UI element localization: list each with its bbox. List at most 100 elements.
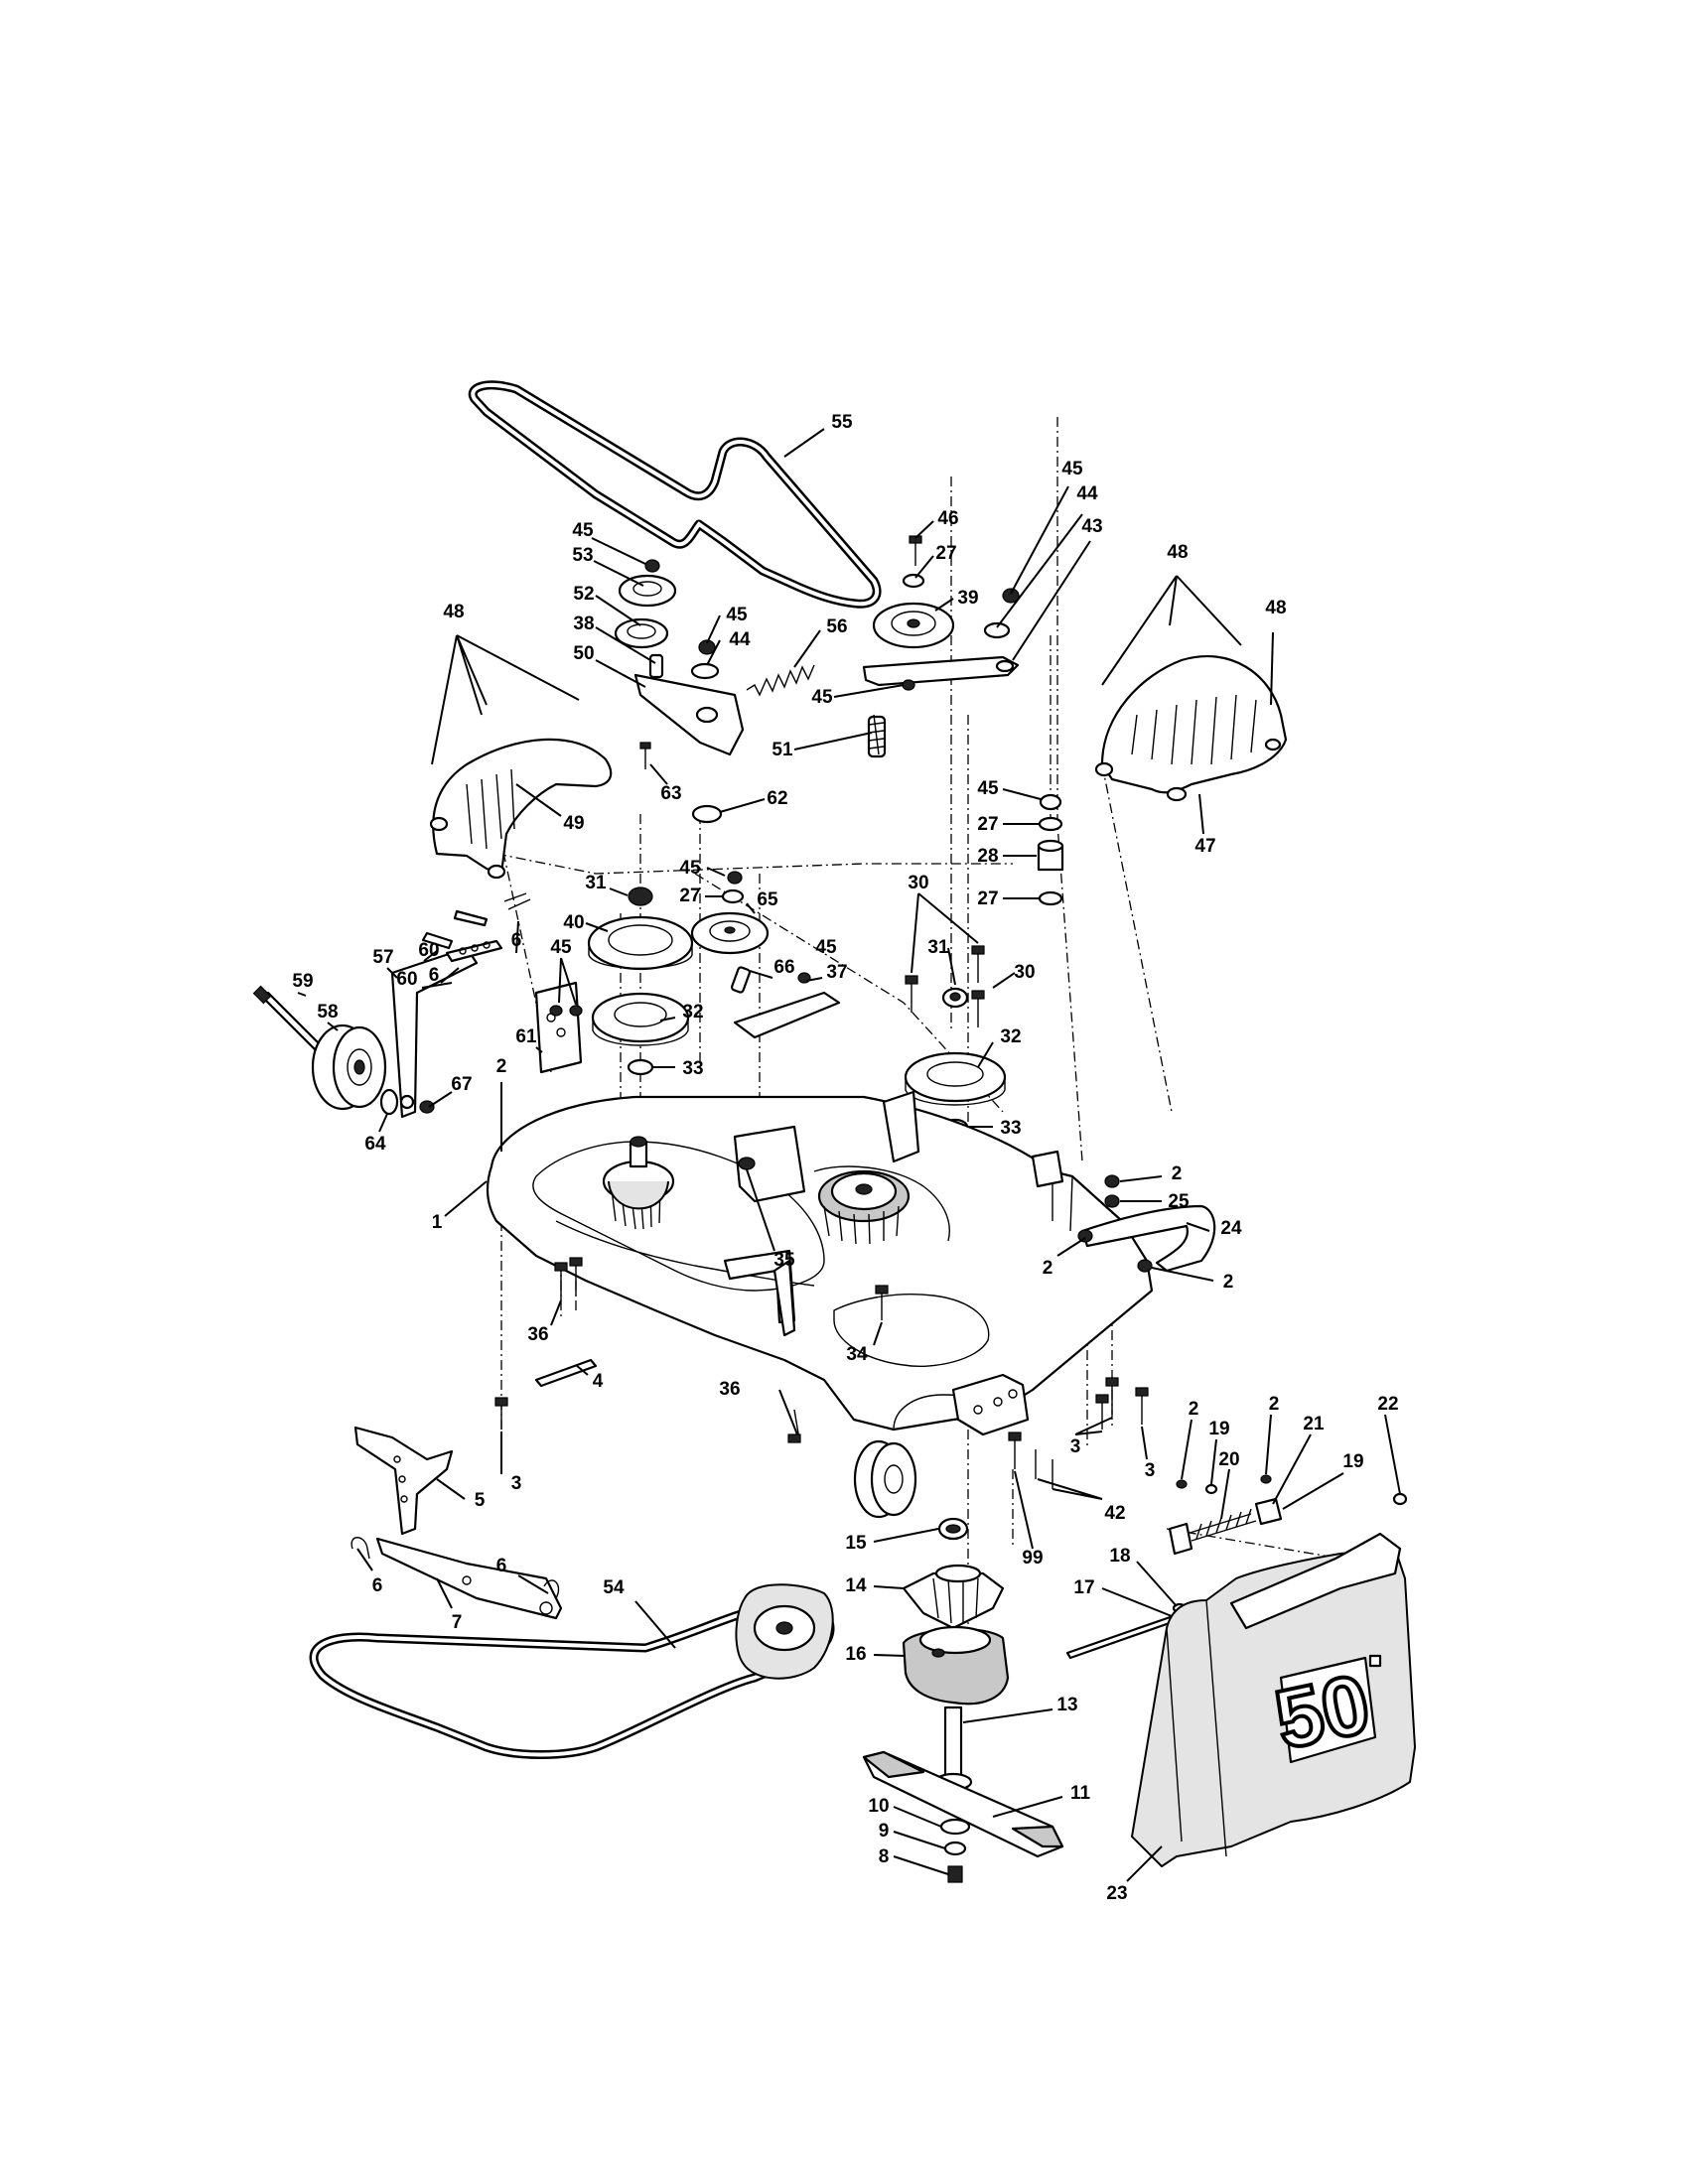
spring-51 xyxy=(867,714,887,758)
callout-67: 67 xyxy=(451,1074,472,1095)
callout-6: 6 xyxy=(511,930,522,951)
bracket-5 xyxy=(353,1426,454,1536)
brackets-19-21 xyxy=(1168,1497,1283,1556)
clip-6-top xyxy=(503,892,531,910)
deck-belt-55 xyxy=(468,380,882,609)
callout-33: 33 xyxy=(1000,1118,1021,1139)
spring-56 xyxy=(746,664,815,697)
spindle-housing-14 xyxy=(902,1564,1005,1630)
callout-45: 45 xyxy=(1061,459,1083,479)
callout-2: 2 xyxy=(1043,1258,1053,1279)
spindle-base-16 xyxy=(902,1625,1010,1706)
callout-7: 7 xyxy=(452,1612,463,1633)
callout-30: 30 xyxy=(1014,962,1035,983)
callout-35: 35 xyxy=(773,1250,795,1271)
nut-67 xyxy=(419,1100,435,1114)
callout-45: 45 xyxy=(726,605,748,625)
callout-63: 63 xyxy=(660,783,681,804)
callout-32: 32 xyxy=(1000,1026,1021,1047)
plate-61 xyxy=(534,981,583,1074)
right-spindle-on-deck xyxy=(817,1169,911,1245)
callout-45: 45 xyxy=(977,778,999,799)
callout-56: 56 xyxy=(826,616,847,637)
callout-38: 38 xyxy=(573,614,594,634)
bushing-64 xyxy=(379,1088,399,1116)
callout-14: 14 xyxy=(845,1575,867,1596)
callout-44: 44 xyxy=(1076,483,1098,504)
callout-31: 31 xyxy=(927,937,949,958)
bearing-15 xyxy=(937,1517,969,1541)
callout-2: 2 xyxy=(1269,1394,1280,1415)
callout-22: 22 xyxy=(1377,1394,1398,1415)
bolts-36 xyxy=(554,1257,801,1443)
callout-13: 13 xyxy=(1056,1695,1077,1715)
callout-1: 1 xyxy=(432,1212,443,1233)
nut-45-right xyxy=(1002,588,1020,604)
nuts-2-25 xyxy=(1077,1174,1153,1273)
callout-6: 6 xyxy=(429,965,440,986)
callout-40: 40 xyxy=(563,912,584,933)
link-7 xyxy=(375,1537,563,1620)
bolt-99 xyxy=(1008,1432,1022,1469)
callout-10: 10 xyxy=(868,1796,889,1817)
callout-27: 27 xyxy=(935,543,956,564)
callout-45: 45 xyxy=(550,937,572,958)
callout-62: 62 xyxy=(767,788,787,809)
callout-32: 32 xyxy=(682,1002,703,1023)
callout-2: 2 xyxy=(496,1056,507,1077)
callout-55: 55 xyxy=(831,412,853,433)
callout-49: 49 xyxy=(563,813,584,834)
callout-53: 53 xyxy=(572,545,593,566)
electric-clutch xyxy=(735,1583,834,1680)
callout-27: 27 xyxy=(977,814,998,835)
front-wheel-bracket xyxy=(951,1373,1030,1436)
bolt-63 xyxy=(639,742,651,769)
small-hardware-2-19-22 xyxy=(1176,1474,1408,1506)
idler-pulley-53 xyxy=(618,559,677,608)
callout-27: 27 xyxy=(679,886,700,906)
callout-36: 36 xyxy=(719,1379,740,1400)
callout-48: 48 xyxy=(1265,598,1286,618)
callout-24: 24 xyxy=(1220,1218,1242,1239)
callout-37: 37 xyxy=(826,962,847,983)
nut-45-pulley65 xyxy=(727,871,743,885)
wheel-58 xyxy=(311,1024,387,1111)
leader-lines xyxy=(297,428,1401,1882)
callout-48: 48 xyxy=(443,602,464,622)
callout-65: 65 xyxy=(757,889,778,910)
callout-19: 19 xyxy=(1208,1419,1229,1439)
callout-5: 5 xyxy=(475,1490,486,1511)
callout-16: 16 xyxy=(845,1644,866,1665)
washer-9 xyxy=(943,1841,967,1856)
bolt-46 xyxy=(909,535,922,566)
nut-31-left xyxy=(628,887,653,906)
callout-21: 21 xyxy=(1303,1414,1325,1434)
callout-64: 64 xyxy=(364,1134,386,1155)
belt-guard-left-49 xyxy=(429,738,613,880)
idler-bracket-37 xyxy=(733,972,841,1039)
callout-2: 2 xyxy=(1189,1399,1199,1420)
washer-44-right xyxy=(983,621,1011,639)
callout-99: 99 xyxy=(1022,1548,1043,1569)
callout-51: 51 xyxy=(772,740,793,760)
center-bracket xyxy=(723,1249,796,1337)
callout-48: 48 xyxy=(1167,542,1188,563)
callout-60: 60 xyxy=(396,969,417,990)
spring-20 xyxy=(1186,1508,1257,1542)
pulley-40 xyxy=(587,915,694,971)
link-4 xyxy=(534,1358,598,1388)
callout-25: 25 xyxy=(1168,1191,1190,1212)
callout-45: 45 xyxy=(679,858,701,879)
discharge-chute-23: 50 xyxy=(1131,1532,1416,1867)
callout-59: 59 xyxy=(292,971,313,992)
callout-47: 47 xyxy=(1194,836,1215,857)
callout-54: 54 xyxy=(603,1577,625,1598)
callout-6: 6 xyxy=(372,1575,383,1596)
callout-66: 66 xyxy=(773,957,794,978)
callout-23: 23 xyxy=(1106,1883,1127,1904)
washer-27-top xyxy=(902,573,925,589)
spacer-66 xyxy=(731,966,751,994)
callout-2: 2 xyxy=(1172,1163,1183,1184)
nut-45-arm xyxy=(902,679,915,691)
